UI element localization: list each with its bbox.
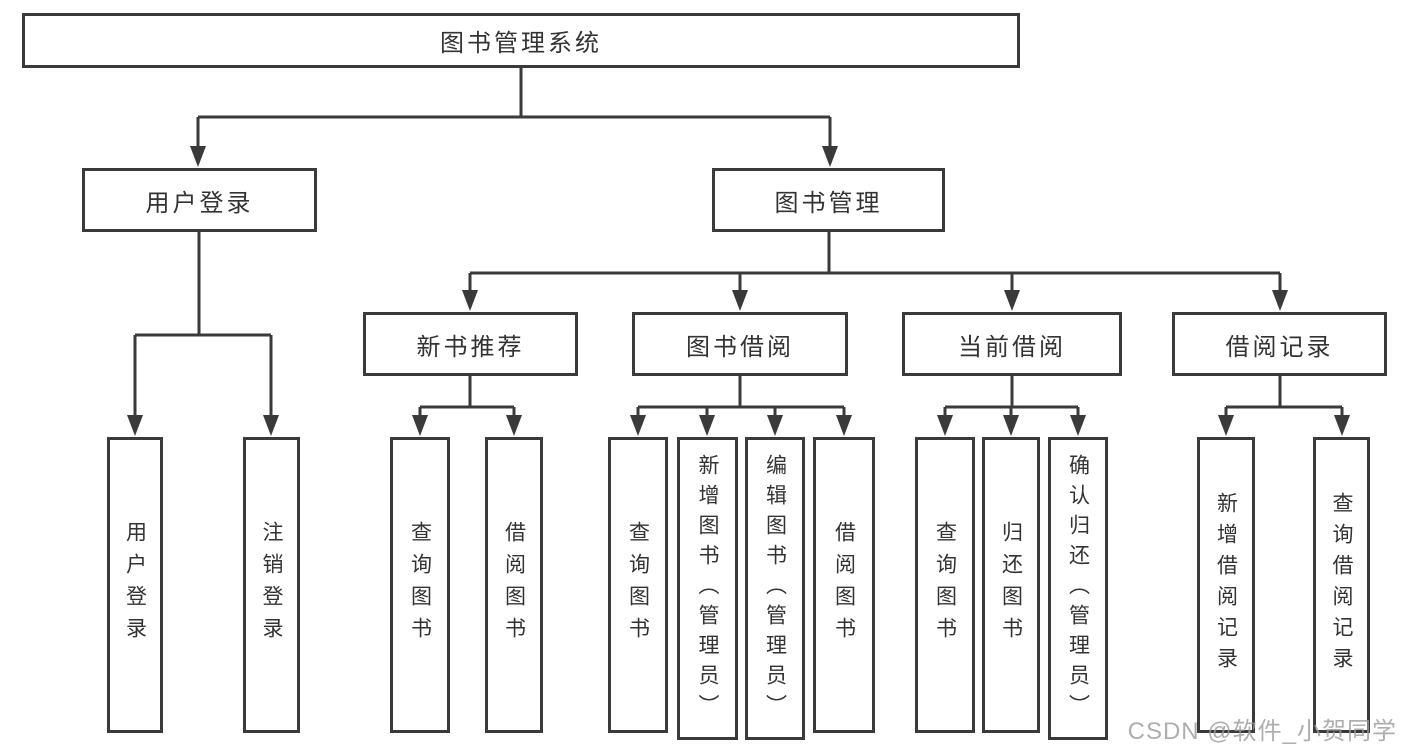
arrowhead — [822, 146, 838, 167]
arrowhead — [462, 290, 478, 311]
connector-book-borrow-split — [636, 376, 846, 420]
node-current-borrow: 当前借阅 — [902, 312, 1122, 376]
leaf-add-borrow-record-label: 新增借阅记录 — [1214, 492, 1238, 678]
csdn-watermark: CSDN @软件_小贺同学 — [1127, 718, 1397, 745]
connector-borrow-records-split — [1224, 376, 1344, 420]
leaf-logout: 注销登录 — [243, 437, 300, 733]
node-borrow-records: 借阅记录 — [1172, 312, 1387, 376]
arrowhead — [937, 415, 953, 436]
arrowhead — [1070, 415, 1086, 436]
arrowhead — [263, 415, 279, 436]
arrowhead — [732, 290, 748, 311]
leaf-add-borrow-record: 新增借阅记录 — [1197, 437, 1255, 733]
leaf-logout-label: 注销登录 — [260, 521, 283, 649]
node-new-book-rec: 新书推荐 — [363, 312, 578, 376]
leaf-edit-book-admin-label: 编辑图书（管理员） — [763, 453, 787, 724]
connector-root-split — [196, 68, 832, 150]
node-root: 图书管理系统 — [22, 13, 1020, 68]
node-book-borrow-label: 图书借阅 — [686, 333, 794, 361]
leaf-query-borrow-record-label: 查询借阅记录 — [1330, 492, 1353, 678]
leaf-query-book-newrec-label: 查询图书 — [408, 521, 432, 649]
leaf-borrow-book-newrec-label: 借阅图书 — [502, 521, 526, 649]
arrowhead — [506, 415, 522, 436]
leaf-query-borrow-record: 查询借阅记录 — [1313, 437, 1370, 733]
arrowhead — [1218, 415, 1234, 436]
node-borrow-records-label: 借阅记录 — [1225, 333, 1334, 361]
arrowhead — [1334, 415, 1350, 436]
leaf-query-book-current: 查询图书 — [915, 437, 975, 733]
node-new-book-rec-label: 新书推荐 — [416, 333, 525, 361]
node-book-borrow: 图书借阅 — [632, 312, 848, 376]
arrowhead — [630, 415, 646, 436]
leaf-add-book-admin: 新增图书（管理员） — [677, 437, 738, 740]
leaf-add-book-admin-label: 新增图书（管理员） — [696, 453, 719, 724]
leaf-query-book-newrec: 查询图书 — [390, 437, 450, 733]
arrowhead — [836, 415, 852, 436]
node-user-login-branch-label: 用户登录 — [145, 189, 254, 217]
leaf-borrow-book-borrow: 借阅图书 — [813, 437, 875, 733]
node-user-login-branch: 用户登录 — [82, 168, 317, 232]
connector-user-login-split — [133, 232, 273, 420]
connector-new-book-split — [418, 376, 516, 420]
leaf-edit-book-admin: 编辑图书（管理员） — [745, 437, 805, 740]
leaf-return-book-label: 归还图书 — [999, 521, 1023, 649]
leaf-confirm-return-admin: 确认归还（管理员） — [1048, 437, 1108, 740]
node-current-borrow-label: 当前借阅 — [958, 333, 1066, 361]
arrowhead — [127, 415, 143, 436]
node-book-mgmt-branch: 图书管理 — [712, 168, 945, 232]
leaf-borrow-book-borrow-label: 借阅图书 — [832, 521, 856, 649]
connector-current-borrow-split — [943, 376, 1080, 420]
leaf-query-book-current-label: 查询图书 — [933, 521, 957, 649]
arrowhead — [1004, 290, 1020, 311]
node-root-label: 图书管理系统 — [440, 30, 602, 57]
connector-book-mgmt-split — [468, 232, 1282, 295]
leaf-query-book-borrow: 查询图书 — [608, 437, 668, 733]
arrowhead — [1272, 290, 1288, 311]
leaf-confirm-return-admin-label: 确认归还（管理员） — [1066, 453, 1090, 724]
arrowheads — [127, 146, 1350, 436]
leaf-borrow-book-newrec: 借阅图书 — [485, 437, 543, 733]
arrowhead — [699, 415, 715, 436]
leaf-return-book: 归还图书 — [982, 437, 1040, 733]
node-book-mgmt-branch-label: 图书管理 — [774, 189, 883, 217]
leaf-user-login-label: 用户登录 — [123, 521, 147, 649]
arrowhead — [190, 146, 206, 167]
leaf-query-book-borrow-label: 查询图书 — [626, 521, 650, 649]
leaf-user-login: 用户登录 — [107, 437, 163, 733]
arrowhead — [412, 415, 428, 436]
arrowhead — [767, 415, 783, 436]
arrowhead — [1003, 415, 1019, 436]
